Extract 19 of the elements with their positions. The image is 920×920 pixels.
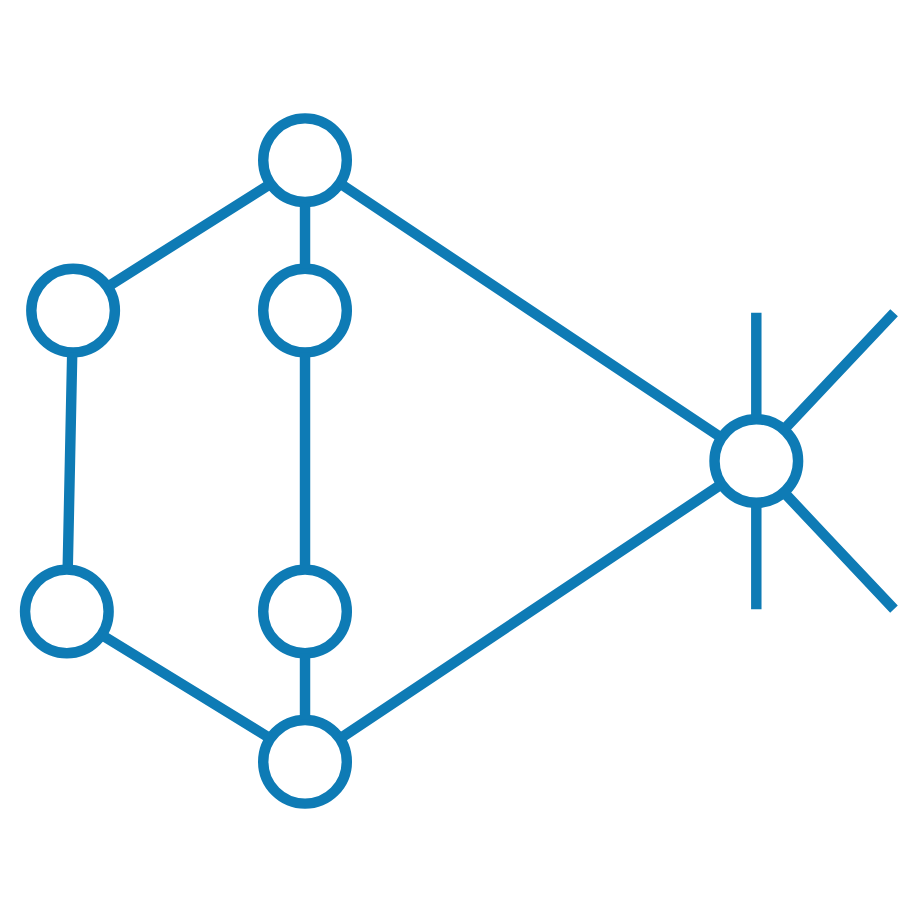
connector	[299, 652, 311, 719]
node-circle	[709, 413, 804, 507]
connector	[337, 178, 724, 441]
node-circle	[258, 112, 353, 207]
node-circle	[258, 563, 353, 658]
connector	[751, 311, 762, 418]
node-circle	[26, 262, 121, 357]
connector	[751, 502, 762, 609]
node-circle	[19, 563, 114, 658]
connector	[99, 629, 273, 742]
connector	[299, 351, 311, 568]
connector	[337, 479, 724, 742]
connector	[780, 308, 898, 432]
connector	[780, 488, 898, 612]
node-circle	[258, 262, 353, 357]
connector	[62, 351, 78, 569]
connector	[299, 201, 311, 268]
connector	[105, 179, 273, 290]
node-circle	[258, 713, 353, 808]
